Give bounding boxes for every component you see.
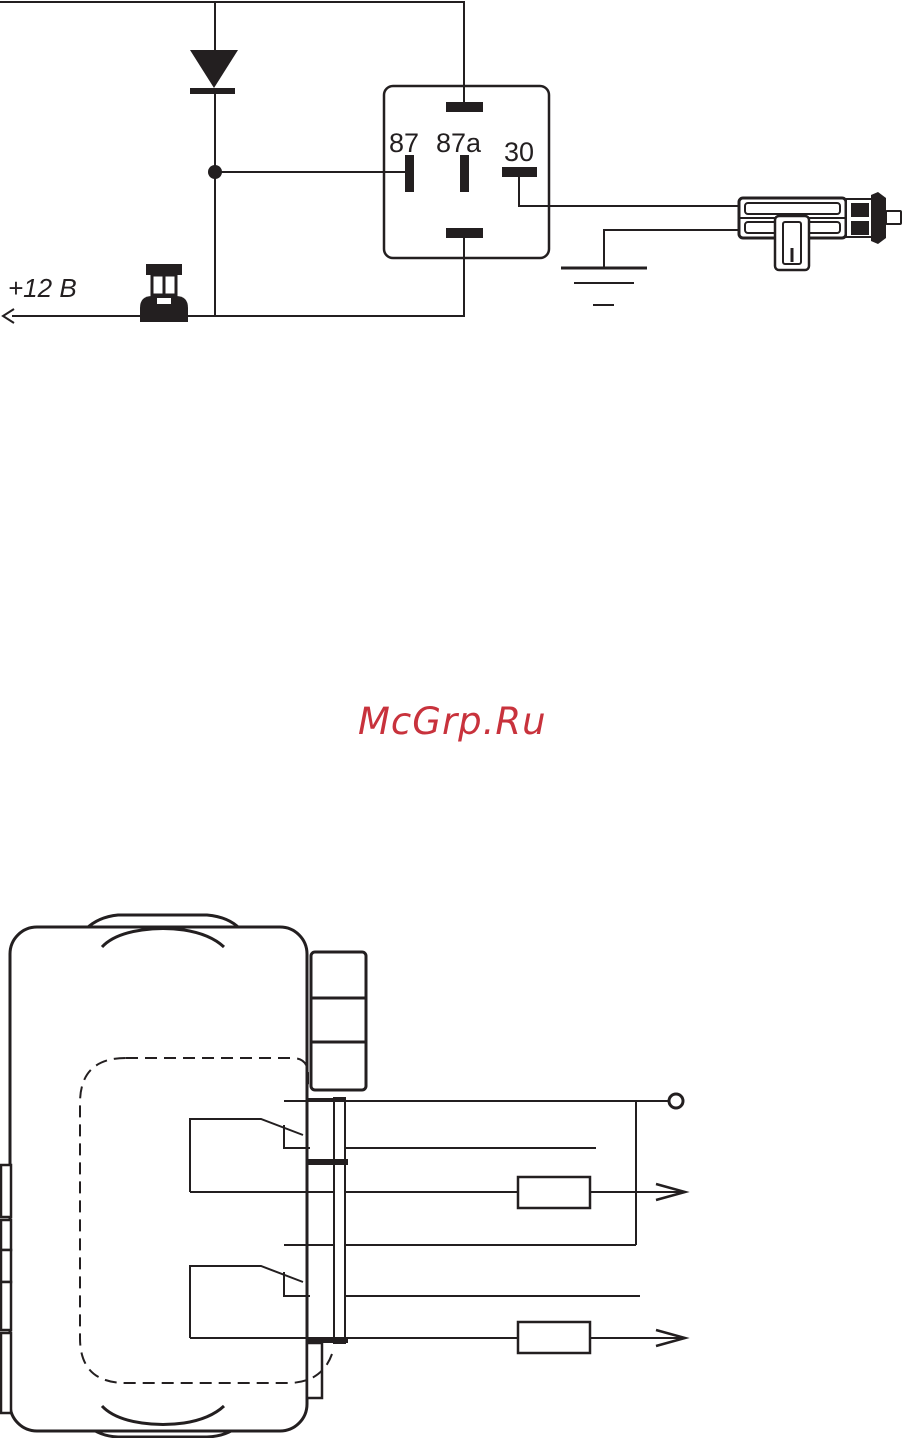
relay-pin-30 <box>502 167 537 177</box>
relay-pin-30-label: 30 <box>504 137 534 167</box>
junction-dot <box>208 165 222 179</box>
relay-pin-87-label: 87 <box>389 128 419 158</box>
relay-pin-top <box>446 102 483 112</box>
relay-pin-87 <box>405 155 414 192</box>
ground-icon <box>561 268 647 305</box>
terminal-strip <box>308 1098 348 1343</box>
door-lock-actuator-icon <box>739 192 901 270</box>
resistor-icon <box>518 1177 590 1208</box>
fuse-icon <box>140 264 188 322</box>
supply-label: +12 B <box>8 273 77 303</box>
relay-circuit: +12 B 87 87a 30 <box>0 2 901 323</box>
diode-icon <box>190 50 238 94</box>
watermark: McGrp.Ru <box>358 700 547 743</box>
alarm-unit-icon <box>10 927 307 1431</box>
side-tabs <box>1 1165 11 1413</box>
relay-pin-bottom <box>446 228 483 238</box>
output-wires <box>345 1094 685 1338</box>
connector-block <box>311 952 366 1090</box>
relay-icon: 87 87a 30 <box>384 86 549 258</box>
relay-pin-87a <box>460 155 469 192</box>
terminal-point <box>669 1094 683 1108</box>
resistor-icon <box>518 1322 590 1353</box>
lower-bracket <box>307 1343 322 1398</box>
alarm-unit-diagram <box>1 915 685 1437</box>
relay-pin-87a-label: 87a <box>436 128 482 158</box>
